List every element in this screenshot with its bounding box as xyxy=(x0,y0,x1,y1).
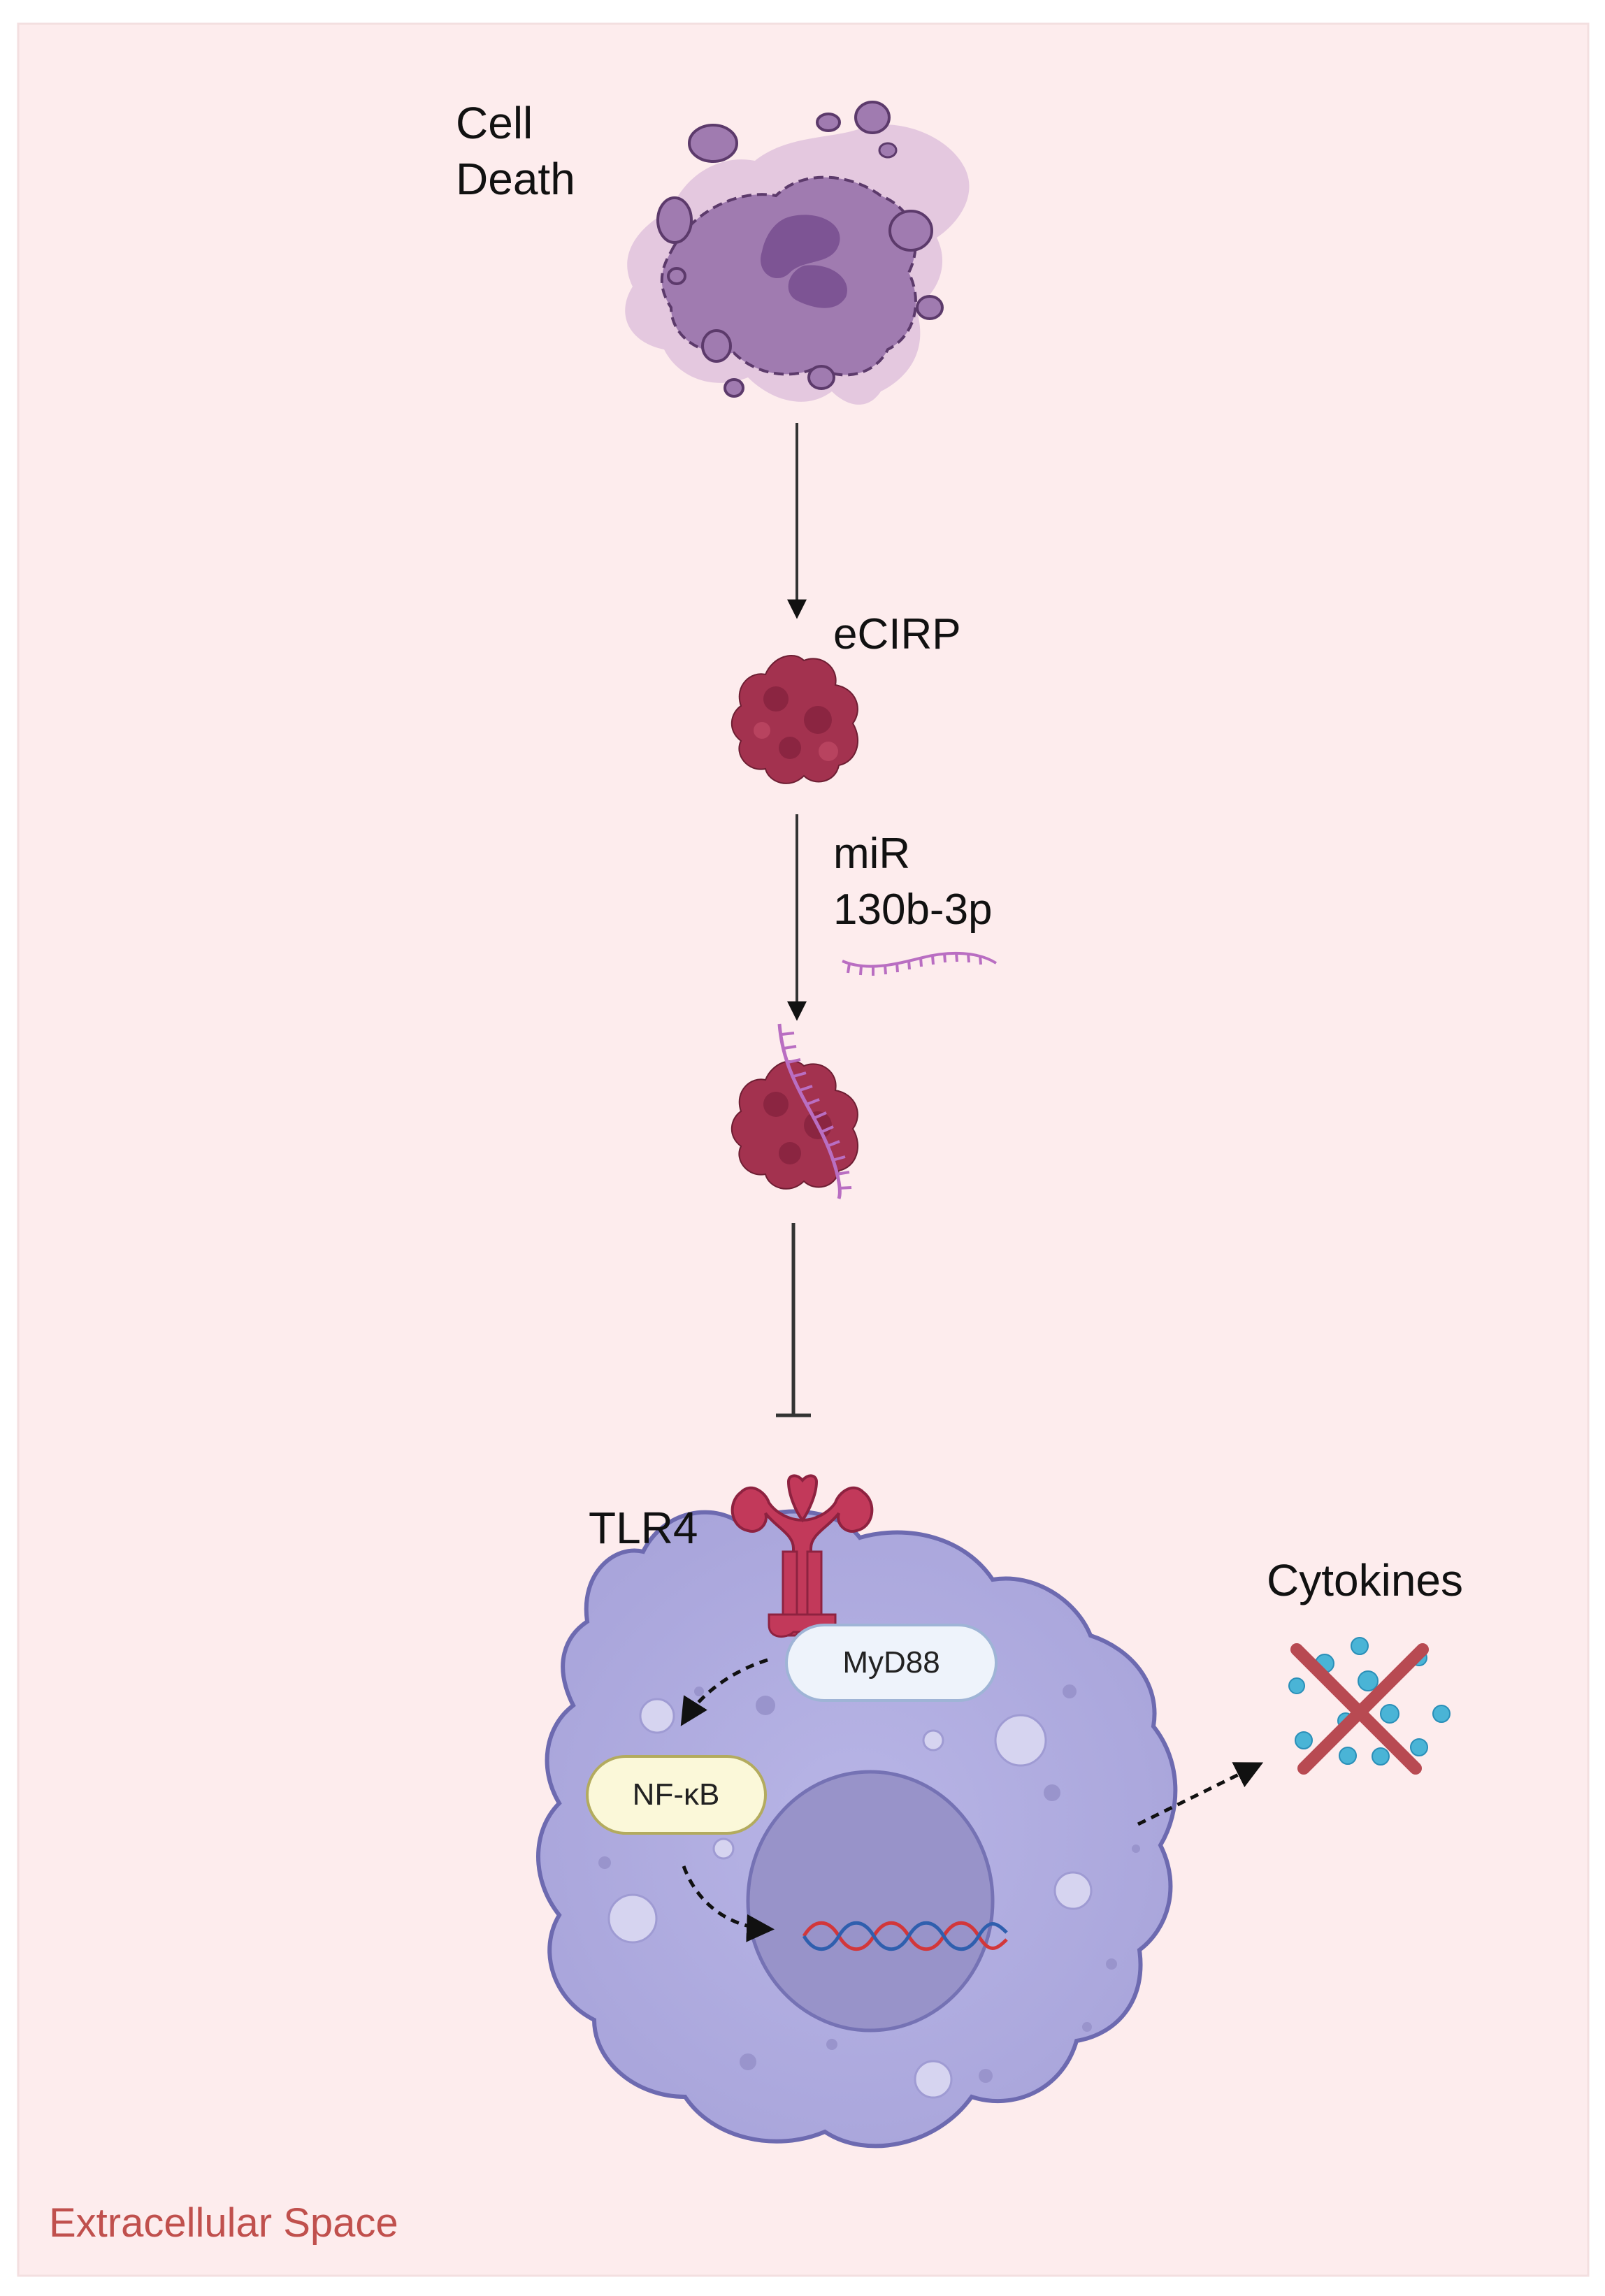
tlr4-receptor-icon xyxy=(730,1474,874,1638)
dna-helix-icon xyxy=(802,1921,1008,1951)
arrow-nfkb-to-dna xyxy=(682,1865,775,1942)
macrophage-cell xyxy=(536,1509,1178,2149)
nucleus xyxy=(746,1770,995,2033)
cross-icon xyxy=(1290,1643,1429,1775)
arrow-myd88-to-nfkb xyxy=(680,1658,768,1726)
myd88-label: MyD88 xyxy=(842,1645,940,1680)
mir-label-line2: 130b-3p xyxy=(833,886,993,934)
ecirp-label: eCIRP xyxy=(833,610,961,658)
arrow-cell-to-cytokines xyxy=(1137,1762,1264,1826)
cell-death-label-line2: Death xyxy=(456,154,575,204)
ecirp-mirna-complex-icon xyxy=(730,1023,859,1199)
nfkb-pill: NF-κB xyxy=(586,1755,767,1835)
tlr4-label: TLR4 xyxy=(589,1503,698,1553)
cell-death-label-line1: Cell xyxy=(456,98,533,148)
mir-label-line1: miR xyxy=(833,830,910,878)
cytokines-label: Cytokines xyxy=(1267,1555,1463,1605)
dying-cell-icon xyxy=(625,101,970,405)
extracellular-space-label: Extracellular Space xyxy=(49,2200,398,2246)
ecirp-protein-icon xyxy=(730,654,859,784)
myd88-pill: MyD88 xyxy=(785,1624,998,1702)
mirna-strand-icon xyxy=(842,951,998,976)
inhibition-arrow xyxy=(776,1223,811,1417)
nfkb-label: NF-κB xyxy=(633,1777,720,1812)
